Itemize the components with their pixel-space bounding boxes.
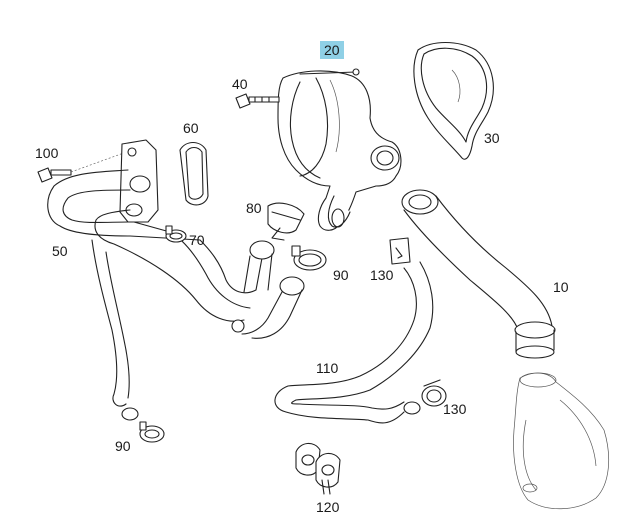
clamp-90-lower	[139, 421, 165, 443]
callout-90-lower: 90	[115, 438, 131, 454]
pipe-50	[47, 139, 305, 421]
callout-110: 110	[316, 360, 339, 376]
bolt-100	[37, 149, 133, 183]
part-80	[267, 202, 305, 241]
clamp-70	[165, 225, 187, 243]
clamp-90-upper	[291, 245, 327, 271]
callout-40: 40	[232, 76, 248, 92]
bolt-40	[235, 93, 280, 109]
callout-130-upper: 130	[370, 267, 394, 283]
gasket-30	[413, 41, 494, 160]
water-pump	[277, 68, 402, 231]
callout-70: 70	[189, 232, 205, 248]
clamp-130-lower	[421, 379, 447, 407]
callout-100: 100	[35, 145, 59, 161]
clamps-120	[295, 442, 341, 495]
callout-60: 60	[183, 120, 199, 136]
callout-30: 30	[484, 130, 500, 146]
callout-130-lower: 130	[443, 401, 467, 417]
hose-110	[274, 261, 434, 424]
clamp-130-upper	[389, 237, 411, 265]
reservoir	[513, 372, 609, 510]
hose-10	[401, 189, 556, 359]
callout-50: 50	[52, 243, 68, 259]
callout-90-upper: 90	[333, 267, 349, 283]
callout-10: 10	[553, 279, 569, 295]
callout-80: 80	[246, 200, 262, 216]
callout-20: 20	[320, 41, 344, 59]
callout-120: 120	[316, 499, 340, 515]
gasket-60	[179, 141, 209, 206]
